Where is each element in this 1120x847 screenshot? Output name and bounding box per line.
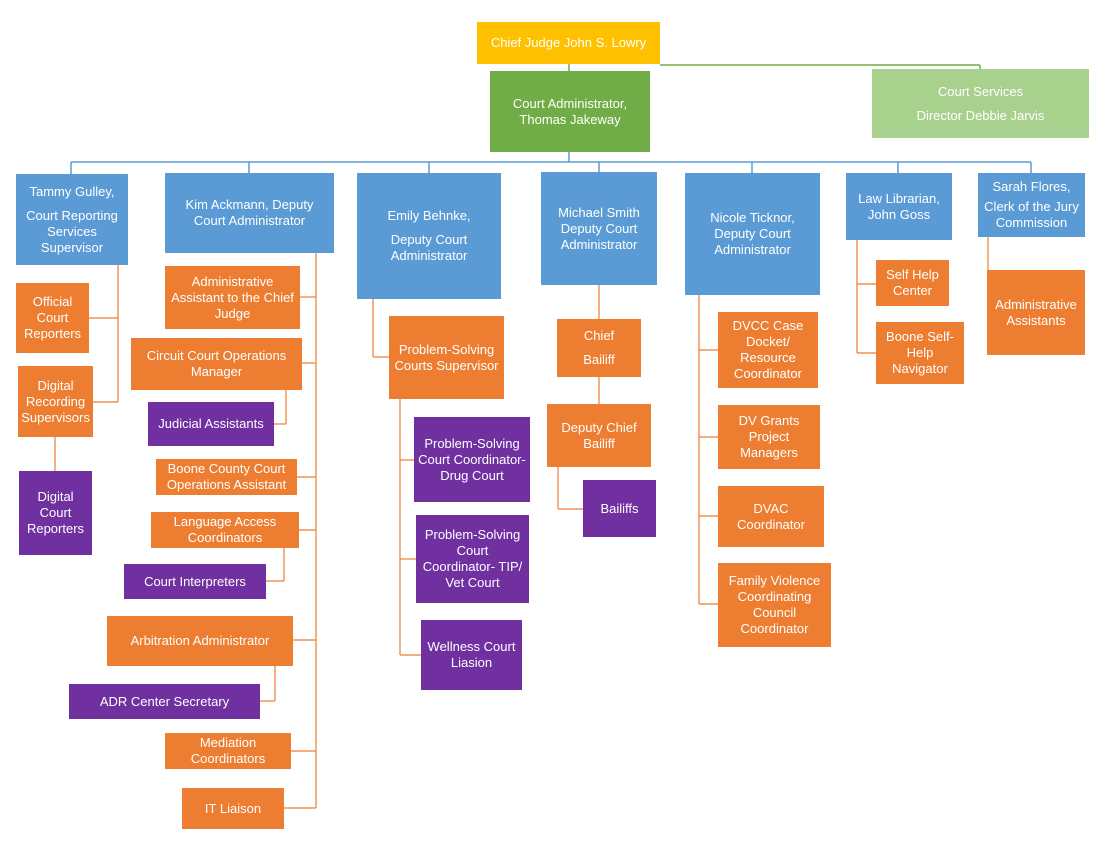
bailiffs-label: Bailiffs [600, 500, 639, 516]
psc-supervisor-label: Problem-Solving Courts Supervisor [394, 341, 499, 373]
admin-assistant-chief-judge-label: Administrative Assistant to the Chief Ju… [171, 273, 294, 321]
deputy-chief-bailiff-box: Deputy Chief Bailiff [547, 404, 651, 467]
language-access-coordinators-box: Language Access Coordinators [151, 512, 299, 548]
court-services-line2: Director Debbie Jarvis [916, 107, 1045, 123]
mediation-coordinators-box: Mediation Coordinators [165, 733, 291, 769]
bailiffs-box: Bailiffs [583, 480, 656, 537]
self-help-center-box: Self Help Center [876, 260, 949, 306]
court-administrator-box: Court Administrator, Thomas Jakeway [490, 71, 650, 152]
sarah-flores-line2: Clerk of the Jury Commission [984, 199, 1079, 230]
judicial-assistants-label: Judicial Assistants [158, 416, 264, 431]
admin-assistant-chief-judge-box: Administrative Assistant to the Chief Ju… [165, 266, 300, 329]
emily-behnke-line2: Deputy Court Administrator [390, 232, 468, 263]
family-violence-coordinator-label: Family Violence Coordinating Council Coo… [728, 573, 821, 636]
emily-behnke-line1: Emily Behnke, [387, 208, 471, 223]
arbitration-administrator-label: Arbitration Administrator [130, 633, 270, 648]
wellness-court-liasion-box: Wellness Court Liasion [421, 620, 522, 690]
language-access-coordinators-label: Language Access Coordinators [173, 514, 277, 545]
nicole-ticknor-box: Nicole Ticknor, Deputy Court Administrat… [685, 173, 820, 295]
dv-grants-managers-box: DV Grants Project Managers [718, 405, 820, 469]
court-administrator-line2: Thomas Jakeway [519, 111, 621, 127]
drug-court-coordinator-box: Problem-Solving Court Coordinator- Drug … [414, 417, 530, 502]
mediation-coordinators-label: Mediation Coordinators [190, 735, 266, 766]
dv-grants-managers-label: DV Grants Project Managers [738, 413, 800, 460]
boone-county-operations-assistant-box: Boone County Court Operations Assistant [156, 459, 297, 495]
adr-center-secretary-box: ADR Center Secretary [69, 684, 260, 719]
chief-judge-label: Chief Judge John S. Lowry [490, 35, 647, 50]
official-court-reporters-label: Official Court Reporters [23, 294, 82, 341]
dvac-coordinator-box: DVAC Coordinator [718, 486, 824, 547]
wellness-court-liasion-label: Wellness Court Liasion [427, 639, 516, 670]
digital-recording-supervisors-label: Digital Recording Supervisors [21, 377, 90, 425]
it-liaison-box: IT Liaison [182, 788, 284, 829]
law-librarian-label: Law Librarian, John Goss [858, 190, 940, 222]
self-help-center-label: Self Help Center [886, 267, 939, 298]
dvcc-coordinator-box: DVCC Case Docket/ Resource Coordinator [718, 312, 818, 388]
kim-ackmann-label: Kim Ackmann, Deputy Court Administrator [185, 197, 314, 228]
arbitration-administrator-box: Arbitration Administrator [107, 616, 293, 666]
chief-judge-box: Chief Judge John S. Lowry [477, 22, 660, 64]
tammy-gulley-line1: Tammy Gulley, [29, 183, 115, 199]
michael-smith-label: Michael Smith Deputy Court Administrator [558, 204, 640, 252]
administrative-assistants-box: Administrative Assistants [987, 270, 1085, 355]
chief-bailiff-line1: Chief [583, 328, 615, 343]
digital-recording-supervisors-box: Digital Recording Supervisors [18, 366, 93, 437]
administrative-assistants-label: Administrative Assistants [995, 296, 1077, 328]
adr-center-secretary-label: ADR Center Secretary [99, 693, 230, 709]
chief-bailiff-box: Chief Bailiff [557, 319, 641, 377]
michael-smith-box: Michael Smith Deputy Court Administrator [541, 172, 657, 285]
dvac-coordinator-label: DVAC Coordinator [737, 500, 805, 532]
circuit-court-operations-manager-label: Circuit Court Operations Manager [146, 348, 287, 379]
law-librarian-box: Law Librarian, John Goss [846, 173, 952, 240]
digital-court-reporters-label: Digital Court Reporters [26, 489, 85, 536]
court-interpreters-label: Court Interpreters [144, 573, 246, 589]
tip-vet-court-coordinator-box: Problem-Solving Court Coordinator- TIP/ … [416, 515, 529, 603]
tip-vet-court-coordinator-label: Problem-Solving Court Coordinator- TIP/ … [422, 527, 523, 590]
court-interpreters-box: Court Interpreters [124, 564, 266, 599]
sarah-flores-box: Sarah Flores, Clerk of the Jury Commissi… [978, 173, 1085, 237]
nicole-ticknor-label: Nicole Ticknor, Deputy Court Administrat… [710, 210, 795, 257]
court-administrator-line1: Court Administrator, [512, 95, 628, 111]
tammy-gulley-line2: Court Reporting Services Supervisor [26, 207, 118, 255]
it-liaison-label: IT Liaison [204, 800, 262, 816]
deputy-chief-bailiff-label: Deputy Chief Bailiff [561, 419, 637, 451]
official-court-reporters-box: Official Court Reporters [16, 283, 89, 353]
kim-ackmann-box: Kim Ackmann, Deputy Court Administrator [165, 173, 334, 253]
digital-court-reporters-box: Digital Court Reporters [19, 471, 92, 555]
self-help-navigator-box: Boone Self-Help Navigator [876, 322, 964, 384]
tammy-gulley-box: Tammy Gulley, Court Reporting Services S… [16, 174, 128, 265]
court-services-line1: Court Services [937, 83, 1024, 99]
self-help-navigator-label: Boone Self-Help Navigator [886, 329, 954, 376]
family-violence-coordinator-box: Family Violence Coordinating Council Coo… [718, 563, 831, 647]
chief-bailiff-line2: Bailiff [583, 352, 615, 367]
circuit-court-operations-manager-box: Circuit Court Operations Manager [131, 338, 302, 390]
judicial-assistants-box: Judicial Assistants [148, 402, 274, 446]
emily-behnke-box: Emily Behnke, Deputy Court Administrator [357, 173, 501, 299]
drug-court-coordinator-label: Problem-Solving Court Coordinator- Drug … [418, 435, 526, 483]
dvcc-coordinator-label: DVCC Case Docket/ Resource Coordinator [732, 318, 804, 381]
boone-county-operations-assistant-label: Boone County Court Operations Assistant [166, 461, 287, 492]
psc-supervisor-box: Problem-Solving Courts Supervisor [389, 316, 504, 399]
sarah-flores-line1: Sarah Flores, [992, 179, 1071, 194]
court-services-box: Court Services Director Debbie Jarvis [872, 69, 1089, 138]
